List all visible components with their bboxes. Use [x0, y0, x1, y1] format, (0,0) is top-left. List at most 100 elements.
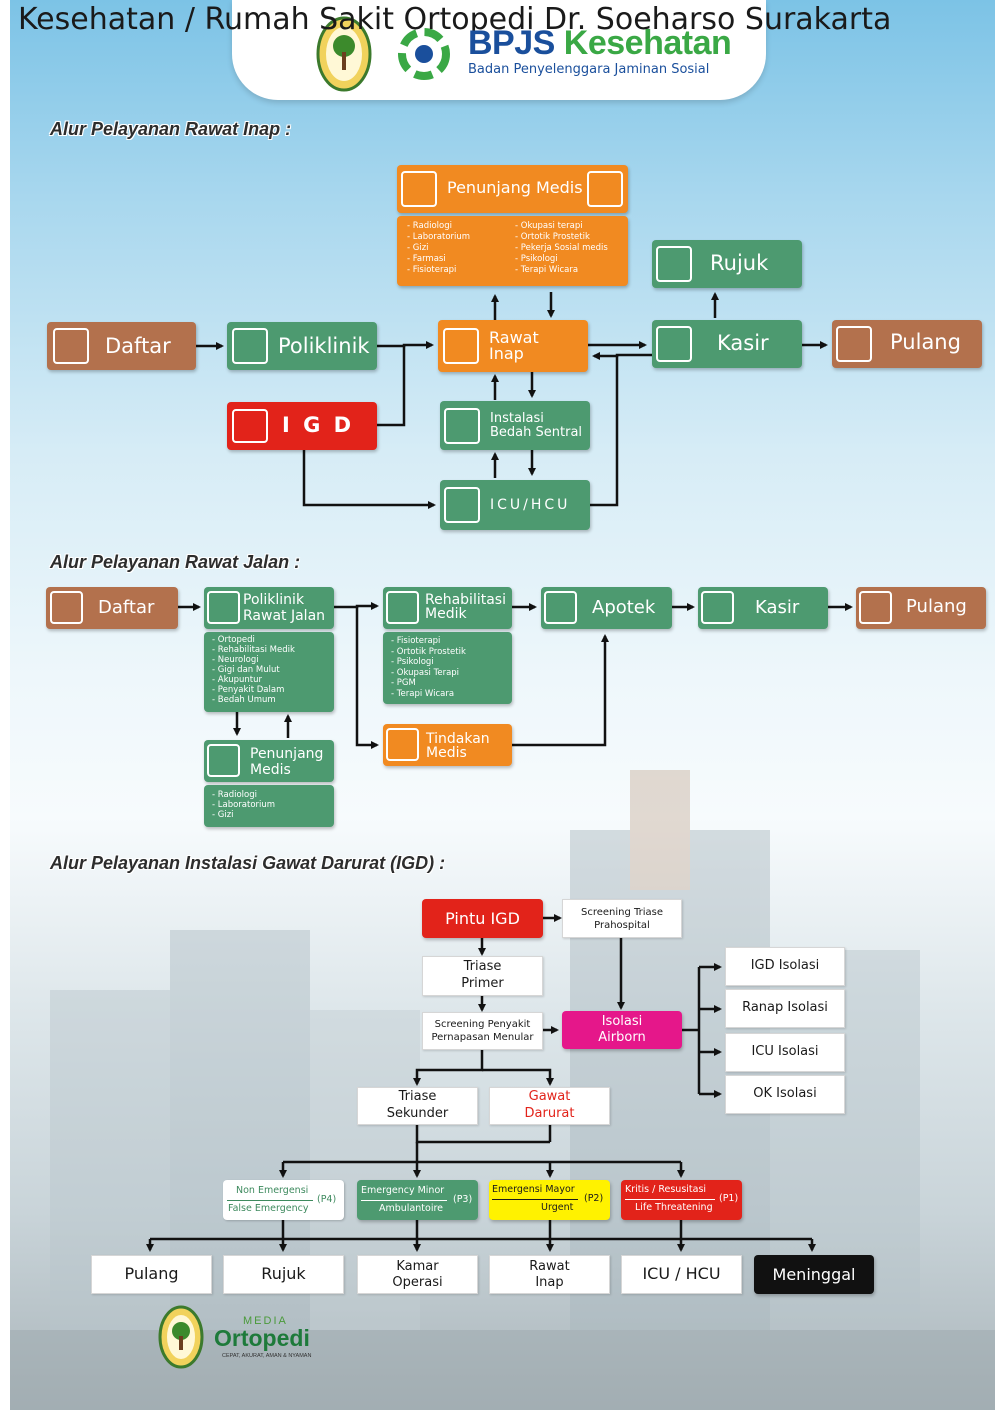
rj-daftar-box: Daftar — [46, 587, 178, 629]
list-item: - Okupasi Terapi — [391, 667, 460, 678]
p3-tag: (P3) — [453, 1194, 473, 1205]
p1-top-label: Kritis / Resusitasi — [625, 1184, 707, 1195]
p3-bottom-label: Ambulantoire — [379, 1203, 444, 1214]
stethoscope-icon — [207, 591, 240, 624]
p3-top-label: Emergency Minor — [361, 1185, 445, 1196]
footer-hospital-seal-logo — [158, 1305, 204, 1369]
list-item: - Radiologi — [407, 221, 452, 231]
heading-rawat-jalan: Alur Pelayanan Rawat Jalan : — [50, 552, 301, 572]
ri-rujuk-label: Rujuk — [710, 251, 769, 275]
lab-tubes-icon — [207, 744, 240, 777]
rj-kasir-label: Kasir — [755, 597, 800, 618]
footer-brand: Ortopedi — [214, 1325, 310, 1351]
p2-tag: (P2) — [584, 1193, 604, 1204]
list-item: - Rehabilitasi Medik — [212, 645, 295, 655]
list-item: - Farmasi — [407, 254, 446, 264]
list-item: - Laboratorium — [212, 800, 276, 810]
list-item: - Neurologi — [212, 655, 259, 665]
divider — [625, 1199, 715, 1200]
hospital-seal-logo — [316, 16, 372, 92]
clipboard-icon — [50, 591, 83, 624]
igd-p3-box: Emergency Minor Ambulantoire (P3) — [357, 1180, 478, 1220]
igd-pintu-box: Pintu IGD — [422, 899, 543, 938]
ri-igd-box: I G D — [227, 402, 377, 450]
igd-p2-box: Emergensi Mayor Urgent (P2) — [489, 1180, 610, 1220]
ri-penunjang-medis-label: Penunjang Medis — [447, 178, 583, 197]
list-item: - Penyakit Dalam — [212, 685, 285, 695]
list-item: - Ortopedi — [212, 635, 255, 645]
ri-kasir-box: Kasir — [652, 320, 802, 368]
list-item: - Gizi — [407, 243, 429, 253]
ambulance-icon — [656, 246, 692, 282]
list-item: - Gizi — [212, 810, 234, 820]
rj-rehab-list-box: - Fisioterapi - Ortotik Prostetik - Psik… — [383, 632, 512, 704]
ri-icu-label: ICU/HCU — [490, 497, 571, 513]
footer-tagline: CEPAT, AKURAT, AMAN & NYAMAN — [222, 1353, 312, 1359]
rj-rehab-list: - Fisioterapi - Ortotik Prostetik - Psik… — [391, 636, 466, 699]
igd-isolasi-igd-box: IGD Isolasi — [725, 947, 845, 986]
money-bag-icon — [701, 591, 734, 624]
list-item: - Akupuntur — [212, 675, 263, 685]
list-item: - Terapi Wicara — [515, 265, 579, 275]
rj-penunjang-list-box: - Radiologi - Laboratorium - Gizi — [204, 785, 334, 827]
divider — [227, 1200, 313, 1201]
igd-out-meninggal-box: Meninggal — [754, 1255, 874, 1294]
heading-igd: Alur Pelayanan Instalasi Gawat Darurat (… — [50, 853, 446, 873]
medical-procedure-icon — [386, 728, 419, 761]
list-item: - Okupasi terapi — [515, 221, 583, 231]
divider — [492, 1199, 578, 1200]
rj-pulang-box: Pulang — [856, 587, 986, 629]
p2-bottom-label: Urgent — [541, 1202, 574, 1213]
rj-poli-list: - Ortopedi - Rehabilitasi Medik - Neurol… — [212, 635, 295, 705]
igd-p4-box: Non Emergensi False Emergency (P4) — [223, 1180, 344, 1220]
ri-daftar-label: Daftar — [105, 334, 171, 358]
list-item: - Psikologi — [391, 657, 434, 667]
rj-kasir-box: Kasir — [698, 587, 828, 629]
divider — [361, 1200, 447, 1201]
ri-pulang-label: Pulang — [890, 330, 961, 354]
list-item: - Bedah Umum — [212, 695, 276, 705]
bpjs-subtitle: Badan Penyelenggara Jaminan Sosial — [468, 62, 710, 77]
heart-monitor-icon — [444, 487, 480, 523]
list-item: - Psikologi — [515, 254, 558, 264]
bpjs-wordmark: BPJS Kesehatan — [468, 24, 732, 62]
ri-penunjang-list-right: - Okupasi terapi - Ortotik Prostetik - P… — [515, 221, 608, 276]
rj-penunjang-list: - Radiologi - Laboratorium - Gizi — [212, 790, 275, 820]
list-item: - Laboratorium — [407, 232, 471, 242]
p1-tag: (P1) — [719, 1193, 739, 1204]
ri-poliklinik-label: Poliklinik — [278, 334, 370, 358]
lab-tubes-icon — [401, 171, 437, 207]
igd-isolasi-icu-box: ICU Isolasi — [725, 1033, 845, 1072]
ri-penunjang-list-box: - Radiologi - Laboratorium - Gizi - Farm… — [397, 216, 628, 286]
house-icon — [859, 591, 892, 624]
hospital-bed-icon — [443, 328, 479, 364]
ri-kasir-label: Kasir — [717, 331, 769, 355]
heading-rawat-inap: Alur Pelayanan Rawat Inap : — [50, 119, 292, 139]
rj-poli-list-box: - Ortopedi - Rehabilitasi Medik - Neurol… — [204, 632, 334, 712]
p4-bottom-label: False Emergency — [228, 1203, 309, 1214]
list-item: - PGM — [391, 678, 416, 688]
hospital-building-icon — [232, 409, 268, 443]
igd-isolasi-ok-box: OK Isolasi — [725, 1075, 845, 1114]
ri-penunjang-medis-box: Penunjang Medis — [397, 165, 628, 213]
ri-pulang-box: Pulang — [832, 320, 982, 368]
ri-icu-box: ICU/HCU — [440, 480, 590, 530]
igd-p1-box: Kritis / Resusitasi Life Threatening (P1… — [621, 1180, 742, 1220]
p4-tag: (P4) — [317, 1194, 337, 1205]
money-bag-icon — [656, 326, 692, 362]
rj-daftar-label: Daftar — [98, 597, 155, 618]
clipboard-icon — [53, 328, 89, 364]
list-item: - Ortotik Prostetik — [391, 646, 466, 657]
